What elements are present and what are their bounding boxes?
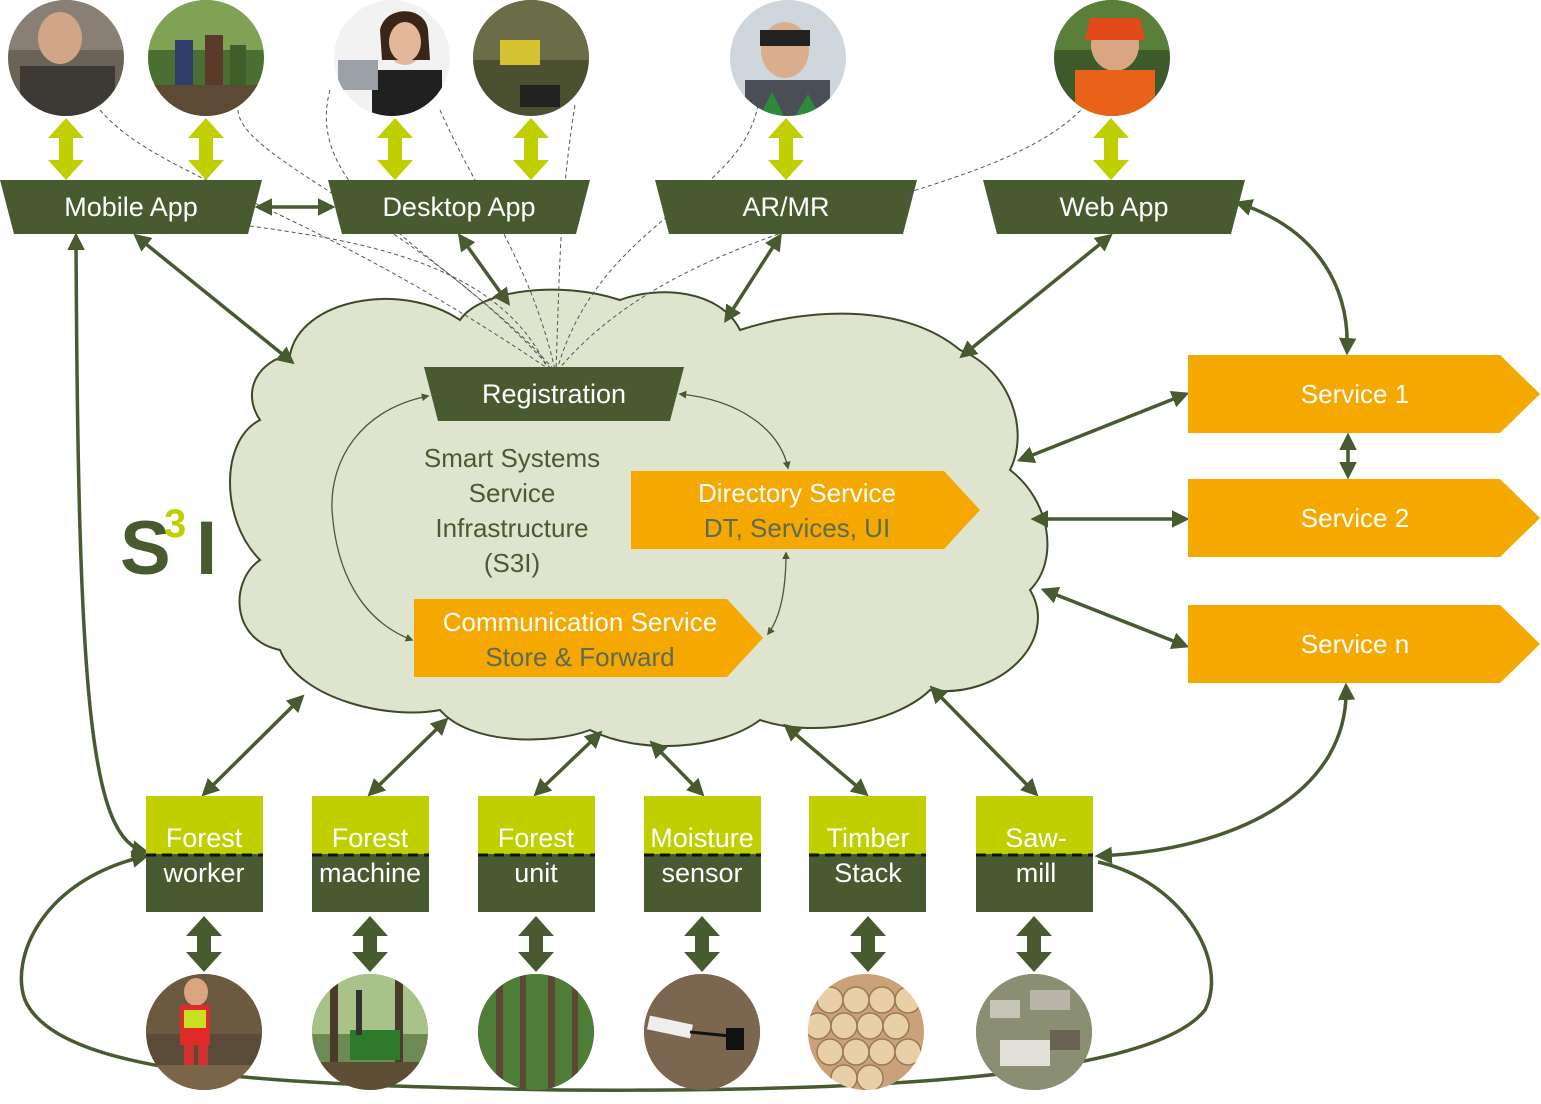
directory-service-box[interactable]: Directory Service DT, Services, UI xyxy=(631,471,980,549)
thing-node-bottom-label: Stack xyxy=(834,858,902,888)
s3i-logo: S 3 I xyxy=(120,502,217,591)
s3i-title-line-3: Infrastructure xyxy=(435,513,588,543)
directory-service-subtitle: DT, Services, UI xyxy=(704,513,890,543)
ar-headset-photo xyxy=(730,0,846,116)
moisture-sensor-photo xyxy=(644,974,760,1090)
timber-stack-photo xyxy=(808,974,924,1090)
thing-node-sawmill[interactable]: Saw- mill xyxy=(976,796,1093,912)
ar-mr-box[interactable]: AR/MR xyxy=(655,180,917,234)
thing-node-bottom-label: worker xyxy=(162,858,244,888)
inner-cloud-links xyxy=(331,390,791,642)
thing-node-top-label: Forest xyxy=(166,823,243,853)
service-2-box[interactable]: Service 2 xyxy=(1188,479,1540,557)
desktop-app-label: Desktop App xyxy=(382,192,535,222)
service-1-box[interactable]: Service 1 xyxy=(1188,355,1540,433)
s3i-title: Smart Systems Service Infrastructure (S3… xyxy=(424,443,600,578)
forest-unit-photo xyxy=(478,974,594,1090)
s3i-title-line-1: Smart Systems xyxy=(424,443,600,473)
connection-arrows xyxy=(19,198,1357,1092)
registration-box[interactable]: Registration xyxy=(424,367,684,421)
thing-node-top-label: Forest xyxy=(498,823,575,853)
mobile-user-photo xyxy=(8,0,124,116)
ar-mr-label: AR/MR xyxy=(743,192,830,222)
call-center-photo xyxy=(334,0,450,116)
bottom-thing-arrows xyxy=(186,916,1052,972)
web-app-box[interactable]: Web App xyxy=(983,180,1245,234)
mobile-app-box[interactable]: Mobile App xyxy=(0,180,262,234)
service-n-box[interactable]: Service n xyxy=(1188,605,1540,683)
thing-node-moisture-sensor[interactable]: Moisture sensor xyxy=(644,796,761,912)
thing-node-top-label: Timber xyxy=(826,823,909,853)
web-app-label: Web App xyxy=(1059,192,1168,222)
service-1-label: Service 1 xyxy=(1301,379,1409,409)
thing-node-bottom-label: unit xyxy=(514,858,558,888)
thing-node-top-label: Saw- xyxy=(1005,823,1067,853)
forest-machine-photo xyxy=(312,974,428,1090)
forester-photo xyxy=(1054,0,1170,116)
registration-label: Registration xyxy=(482,379,626,409)
thing-node-bottom-label: mill xyxy=(1016,858,1057,888)
communication-service-subtitle: Store & Forward xyxy=(485,642,674,672)
communication-service-title: Communication Service xyxy=(443,607,718,637)
desktop-app-box[interactable]: Desktop App xyxy=(328,180,590,234)
thing-node-forest-worker[interactable]: Forest worker xyxy=(146,796,263,912)
s3i-logo-sup: 3 xyxy=(164,502,186,546)
communication-service-box[interactable]: Communication Service Store & Forward xyxy=(414,599,763,677)
thing-node-bottom-label: sensor xyxy=(661,858,742,888)
s3i-title-line-2: Service xyxy=(469,478,556,508)
service-n-label: Service n xyxy=(1301,629,1409,659)
thing-node-forest-unit[interactable]: Forest unit xyxy=(478,796,595,912)
machine-cabin-photo xyxy=(473,0,589,116)
thing-node-bottom-label: machine xyxy=(319,858,421,888)
hikers-photo xyxy=(148,0,264,116)
thing-node-top-label: Forest xyxy=(332,823,409,853)
service-2-label: Service 2 xyxy=(1301,503,1409,533)
s3i-title-line-4: (S3I) xyxy=(484,548,540,578)
directory-service-title: Directory Service xyxy=(698,478,896,508)
s3i-logo-i: I xyxy=(196,506,217,591)
thing-node-forest-machine[interactable]: Forest machine xyxy=(312,796,429,912)
thing-node-top-label: Moisture xyxy=(650,823,754,853)
sawmill-photo xyxy=(976,974,1092,1090)
thing-node-timber-stack[interactable]: Timber Stack xyxy=(809,796,926,912)
forest-worker-photo xyxy=(146,974,262,1090)
mobile-app-label: Mobile App xyxy=(64,192,198,222)
s3i-logo-s: S xyxy=(120,506,171,591)
top-user-arrows xyxy=(48,118,1129,180)
